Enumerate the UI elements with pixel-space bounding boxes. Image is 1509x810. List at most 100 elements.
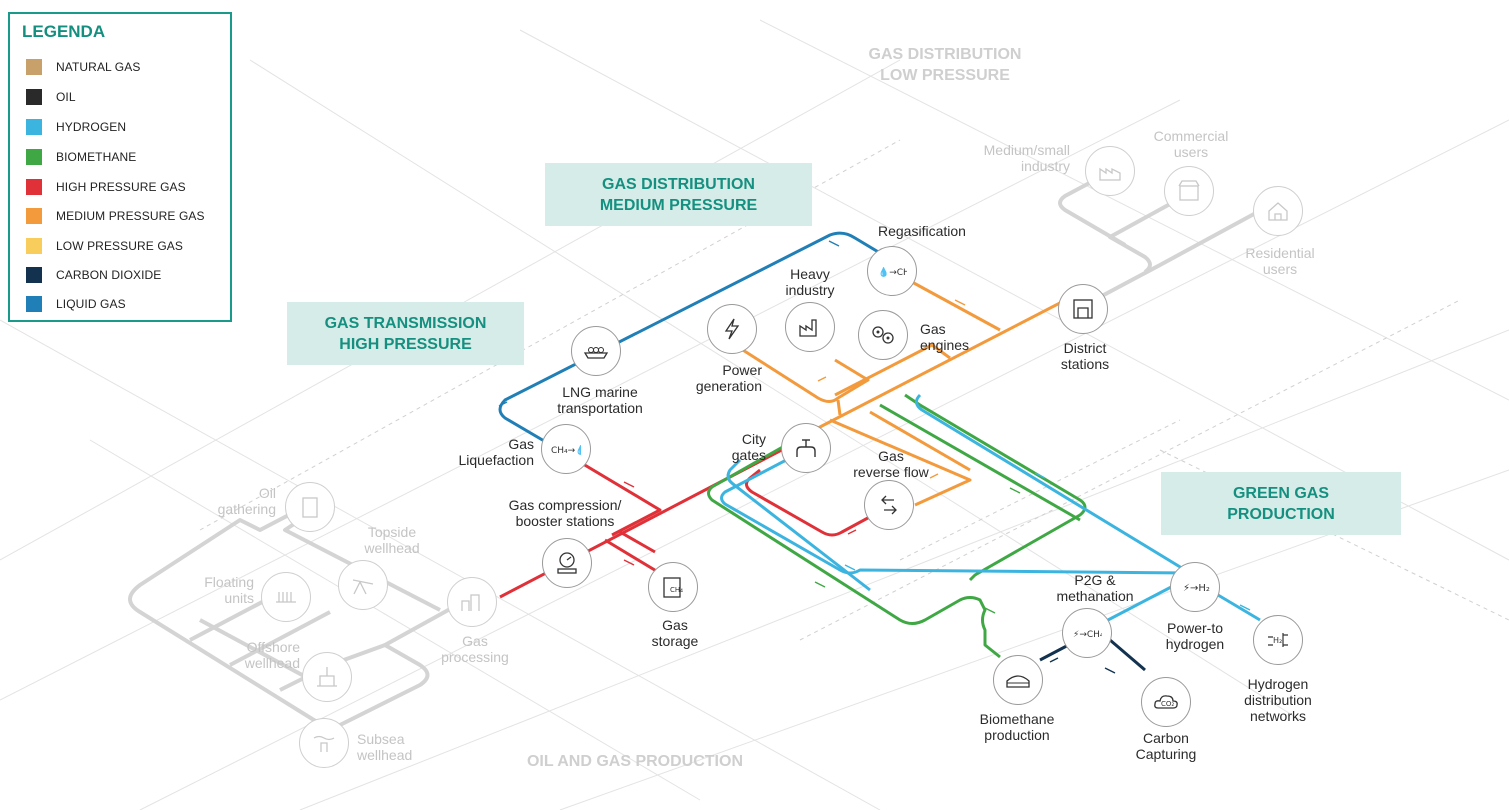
legend-label: MEDIUM PRESSURE GAS xyxy=(56,209,205,223)
small-factory-icon xyxy=(1099,167,1121,181)
legend-item-oil: OIL xyxy=(26,88,76,106)
lng-node[interactable] xyxy=(571,326,621,376)
regasification-node[interactable]: 💧→CH₄ xyxy=(867,246,917,296)
svg-text:CH₄: CH₄ xyxy=(670,586,683,594)
digester-icon xyxy=(1006,675,1030,688)
lng-ship-icon xyxy=(583,347,609,359)
power-to-hydrogen-node[interactable]: ⚡→H₂ xyxy=(1170,562,1220,612)
section-line: GAS TRANSMISSION xyxy=(324,314,487,332)
city-gates-node[interactable] xyxy=(781,423,831,473)
svg-text:CH₄→💧: CH₄→💧 xyxy=(551,444,581,456)
legend-item-biomethane: BIOMETHANE xyxy=(26,148,136,166)
heavy-industry-node[interactable] xyxy=(785,302,835,352)
station-icon xyxy=(1073,299,1093,319)
storage-node[interactable]: CH₄ xyxy=(648,562,698,612)
swatch-biomethane xyxy=(26,149,42,165)
processing-node[interactable] xyxy=(447,577,497,627)
zone-gas-distribution-low: GAS DISTRIBUTION LOW PRESSURE xyxy=(830,44,1060,86)
zone-line: GAS DISTRIBUTION xyxy=(868,46,1022,63)
hydrogen-pipes xyxy=(720,393,1261,622)
drops-to-ch4-icon: 💧→CH₄ xyxy=(878,266,907,278)
liquid-gas-pipes xyxy=(498,231,896,457)
valve-icon xyxy=(796,439,816,457)
legend-label: HIGH PRESSURE GAS xyxy=(56,180,186,194)
legend-item-natural-gas: NATURAL GAS xyxy=(26,58,140,76)
legend-label: LOW PRESSURE GAS xyxy=(56,239,183,253)
commercial-node[interactable] xyxy=(1164,166,1214,216)
topside-node[interactable] xyxy=(338,560,388,610)
liquefaction-node[interactable]: CH₄→💧 xyxy=(541,424,591,474)
legend-item-medium-pressure: MEDIUM PRESSURE GAS xyxy=(26,207,205,225)
co2-cloud-icon: CO₂ xyxy=(1154,695,1178,709)
ch4-to-drops-icon: CH₄→💧 xyxy=(551,444,581,456)
high-pressure-pipes xyxy=(499,428,889,599)
legend-label: HYDROGEN xyxy=(56,120,127,134)
legend-label: CARBON DIOXIDE xyxy=(56,268,162,282)
section-green-gas-production: GREEN GAS PRODUCTION xyxy=(1161,472,1401,535)
p2g-label: P2G &methanation xyxy=(1056,572,1134,604)
svg-text:💧→CH₄: 💧→CH₄ xyxy=(878,266,907,278)
offshore-rig-icon xyxy=(317,667,337,687)
offshore-node[interactable] xyxy=(302,652,352,702)
svg-text:CO₂: CO₂ xyxy=(1161,700,1174,708)
engine-gears-icon xyxy=(872,326,894,344)
section-gas-distribution-medium: GAS DISTRIBUTION MEDIUM PRESSURE xyxy=(545,163,812,226)
zone-oil-gas-production: OIL AND GAS PRODUCTION xyxy=(526,753,743,770)
floating-node[interactable] xyxy=(261,572,311,622)
legend-item-low-pressure: LOW PRESSURE GAS xyxy=(26,237,183,255)
swatch-high-pressure xyxy=(26,179,42,195)
swatch-natural-gas xyxy=(26,59,42,75)
pumpjack-icon xyxy=(352,579,374,595)
oil-can-icon xyxy=(302,497,318,518)
house-icon xyxy=(1268,202,1288,221)
section-line: MEDIUM PRESSURE xyxy=(599,196,758,214)
subsea-node[interactable] xyxy=(299,718,349,768)
power-to-h2-icon: ⚡→H₂ xyxy=(1183,583,1210,594)
low-pressure-pipes xyxy=(1058,178,1266,307)
reverse-flow-node[interactable] xyxy=(864,480,914,530)
biomethane-node[interactable] xyxy=(993,655,1043,705)
p2g-node[interactable]: ⚡→CH₄ xyxy=(1062,608,1112,658)
compression-node[interactable] xyxy=(542,538,592,588)
residential-node[interactable] xyxy=(1253,186,1303,236)
legend-item-hydrogen: HYDROGEN xyxy=(26,118,126,136)
district-node[interactable] xyxy=(1058,284,1108,334)
carbon-node[interactable]: CO₂ xyxy=(1141,677,1191,727)
swatch-carbon-dioxide xyxy=(26,267,42,283)
dashed-grid xyxy=(199,139,1509,641)
gas-engines-node[interactable] xyxy=(858,310,908,360)
legend-item-high-pressure: HIGH PRESSURE GAS xyxy=(26,178,186,196)
biomethane-pipes xyxy=(707,393,1087,659)
power-to-ch4-icon: ⚡→CH₄ xyxy=(1073,630,1102,640)
legend-item-carbon-dioxide: CARBON DIOXIDE xyxy=(26,266,161,284)
svg-text:H₂: H₂ xyxy=(1273,636,1282,645)
svg-text:⚡→CH₄: ⚡→CH₄ xyxy=(1073,630,1102,640)
flow-arrows xyxy=(498,240,1251,674)
storage-tank-icon: CH₄ xyxy=(663,577,683,598)
medium-industry-node[interactable] xyxy=(1085,146,1135,196)
oil-gathering-node[interactable] xyxy=(285,482,335,532)
medium-pressure-pipes xyxy=(733,280,1086,507)
hydrogen-networks-node[interactable]: H₂ xyxy=(1253,615,1303,665)
compression-label: Gas compression/booster stations xyxy=(508,497,622,529)
legend-item-liquid-gas: LIQUID GAS xyxy=(26,295,126,313)
section-gas-transmission-high: GAS TRANSMISSION HIGH PRESSURE xyxy=(287,302,524,365)
legend-label: OIL xyxy=(56,90,76,104)
legend-title: LEGENDA xyxy=(22,22,106,41)
lightning-icon xyxy=(724,318,740,340)
power-generation-node[interactable] xyxy=(707,304,757,354)
